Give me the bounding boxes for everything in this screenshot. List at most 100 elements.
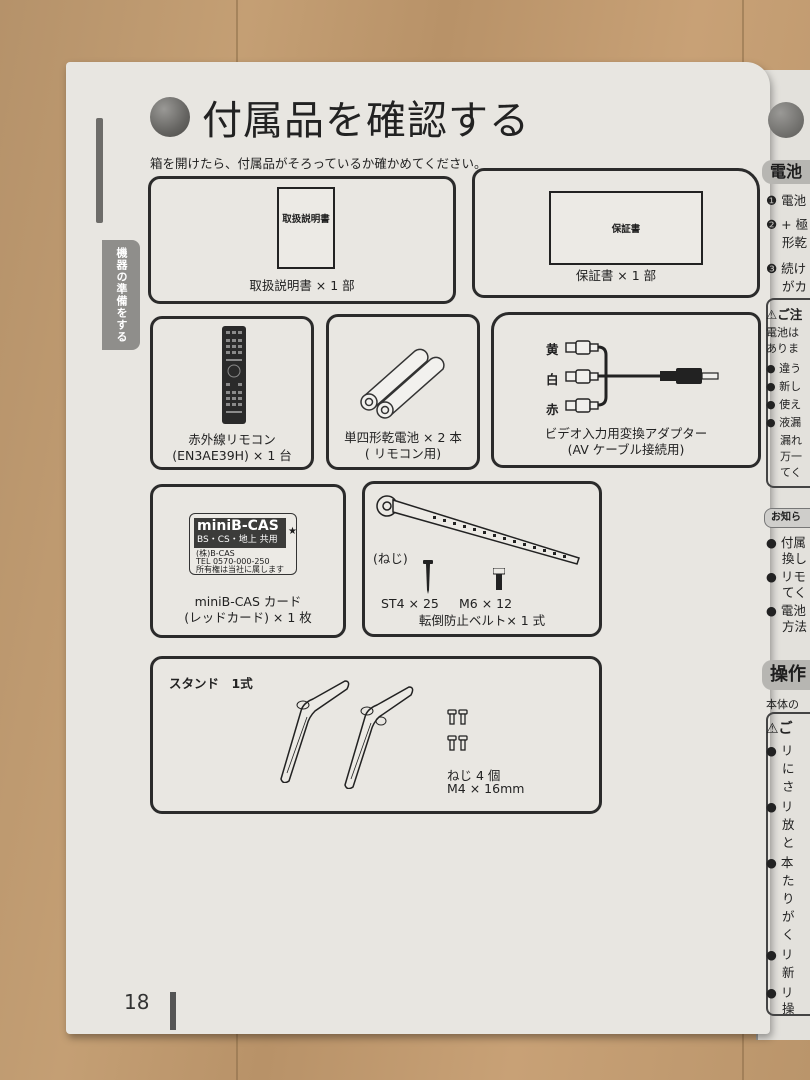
item-caption: 取扱説明書 × 1 部 bbox=[249, 278, 355, 293]
right-caution-box-2 bbox=[766, 712, 810, 1016]
caution-line: ● 使え bbox=[766, 398, 802, 411]
notice-label: お知ら bbox=[764, 508, 810, 528]
bcas-card-subtitle: BS・CS・地上 共用 bbox=[197, 535, 278, 545]
caution2-line: と bbox=[782, 835, 795, 850]
right-body-line: 本体の bbox=[766, 698, 799, 711]
page-title: 付属品を確認する bbox=[150, 88, 530, 146]
stand-screws-size: M4 × 16mm bbox=[447, 781, 525, 796]
bullet-circle-icon bbox=[150, 97, 190, 137]
screw-m6-icon bbox=[493, 568, 505, 590]
screw-m6-label: M6 × 12 bbox=[459, 596, 513, 611]
caution-line: てく bbox=[780, 466, 802, 479]
item-caption-line2: (レッドカード) × 1 枚 bbox=[184, 610, 312, 625]
bcas-card-ownership: 所有権は当社に属します bbox=[196, 565, 284, 574]
caution2-line: 操 bbox=[782, 1001, 795, 1016]
bcas-card-company: (株)B-CAS bbox=[196, 549, 235, 558]
caution-line: ● 新し bbox=[766, 380, 802, 393]
caution2-line: ● 本 bbox=[766, 855, 794, 870]
right-caution-box bbox=[766, 298, 810, 488]
plug-label-yellow: 黄 bbox=[546, 342, 559, 357]
caution-line: ● 違う bbox=[766, 362, 802, 375]
notice-line: 換し bbox=[782, 551, 808, 566]
plug-label-red: 赤 bbox=[546, 402, 559, 417]
screw-st4-icon bbox=[423, 560, 433, 594]
caution2-line: 新 bbox=[782, 965, 795, 980]
caution-line: 万一 bbox=[780, 450, 802, 463]
item-box-av-adapter: 黄 白 赤 ビデオ入力用変換アダプター (AV ケーブル接続用) bbox=[491, 312, 761, 468]
page-number: 18 bbox=[124, 990, 150, 1014]
right-step-line: がカ bbox=[782, 279, 808, 294]
right-section-heading: 電池 bbox=[762, 160, 810, 184]
caution2-line: 放 bbox=[782, 817, 795, 832]
stand-leg-icon bbox=[280, 680, 350, 783]
stand-screws-count: ねじ 4 個 bbox=[447, 768, 501, 783]
bullet-circle-icon bbox=[768, 102, 804, 138]
item-caption-line2: ( リモコン用) bbox=[364, 446, 442, 461]
item-caption-line1: ビデオ入力用変換アダプター bbox=[544, 426, 708, 441]
stand-leg-icon bbox=[344, 686, 414, 789]
right-step-line: 形乾 bbox=[782, 235, 808, 250]
item-box-stand: スタンド 1式 ねじ 4 個 M4 × 16mm bbox=[150, 656, 602, 814]
screw-label: (ねじ) bbox=[373, 551, 408, 566]
item-caption-line1: miniB-CAS カード bbox=[194, 594, 302, 609]
item-box-manual: 取扱説明書 取扱説明書 × 1 部 bbox=[148, 176, 456, 304]
screw-st4-label: ST4 × 25 bbox=[381, 596, 439, 611]
caution-line: ● 液漏 bbox=[766, 416, 802, 429]
item-caption-line1: 単四形乾電池 × 2 本 bbox=[344, 430, 462, 445]
item-box-tip-prevention-belt: (ねじ) ST4 × 25 M6 × 12 転倒防止ベルト× 1 式 bbox=[362, 481, 602, 637]
item-caption-line2: (AV ケーブル接続用) bbox=[567, 442, 685, 457]
manual-doc-label: 取扱説明書 bbox=[282, 214, 330, 225]
item-caption: 転倒防止ベルト× 1 式 bbox=[418, 613, 546, 628]
caution-title-2: ⚠ご bbox=[766, 721, 793, 737]
item-box-warranty: 保証書 保証書 × 1 部 bbox=[472, 168, 760, 298]
caution2-line: が bbox=[782, 909, 795, 924]
av-adapter-cable-icon bbox=[565, 340, 719, 413]
caution-line: 漏れ bbox=[780, 434, 802, 447]
manual-icon: 取扱説明書 bbox=[277, 187, 335, 269]
caution-line: ありま bbox=[766, 342, 799, 355]
intro-text: 箱を開けたら、付属品がそろっているか確かめてください。 bbox=[150, 156, 487, 171]
caution2-line: ● リ bbox=[766, 985, 794, 1000]
caution2-line: ● リ bbox=[766, 947, 794, 962]
warranty-doc-label: 保証書 bbox=[611, 224, 641, 235]
page-number-bar bbox=[170, 992, 176, 1030]
caution2-line: り bbox=[782, 891, 795, 906]
caution2-line: く bbox=[782, 927, 795, 942]
notice-line: ● 電池 bbox=[766, 603, 806, 618]
bcas-card-title: miniB-CAS bbox=[197, 518, 279, 534]
right-section-heading-2: 操作 bbox=[762, 660, 810, 690]
notice-line: 方法 bbox=[782, 619, 808, 634]
item-caption-line2: (EN3AE39H) × 1 台 bbox=[172, 448, 292, 463]
stand-heading: スタンド 1式 bbox=[169, 676, 253, 691]
section-side-tab: 機器の準備をする bbox=[102, 240, 140, 350]
caution2-line: た bbox=[782, 873, 795, 888]
notice-line: ● リモ bbox=[766, 569, 806, 584]
caution2-line: ● リ bbox=[766, 743, 794, 758]
warranty-icon: 保証書 bbox=[549, 191, 703, 265]
caution-line: 電池は bbox=[766, 326, 799, 339]
notice-line: ● 付属 bbox=[766, 535, 806, 550]
plug-label-white: 白 bbox=[546, 372, 559, 387]
bcas-card-icon: miniB-CAS BS・CS・地上 共用 ★ (株)B-CAS TEL 057… bbox=[189, 513, 297, 575]
bcas-card-tel: TEL 0570-000-250 bbox=[196, 557, 270, 566]
caution2-line: さ bbox=[782, 779, 795, 794]
belt-strap-icon bbox=[376, 495, 580, 565]
right-step-line: ❶ 電池 bbox=[766, 193, 807, 208]
right-step-line: ❸ 続け bbox=[766, 261, 807, 276]
caution-title: ⚠ご注 bbox=[766, 307, 803, 322]
side-bar-marker bbox=[96, 118, 103, 223]
stand-screws-icon bbox=[447, 709, 468, 751]
star-icon: ★ bbox=[288, 526, 297, 537]
notice-line: てく bbox=[782, 585, 807, 600]
caution2-line: に bbox=[782, 761, 795, 776]
item-box-bcas-card: miniB-CAS BS・CS・地上 共用 ★ (株)B-CAS TEL 057… bbox=[150, 484, 346, 638]
item-box-remote: 赤外線リモコン (EN3AE39H) × 1 台 bbox=[150, 316, 314, 470]
item-caption: 保証書 × 1 部 bbox=[575, 268, 657, 283]
right-step-line: ❷ + 極 bbox=[766, 217, 809, 232]
page-title-text: 付属品を確認する bbox=[202, 98, 530, 144]
item-box-batteries: 単四形乾電池 × 2 本 ( リモコン用) bbox=[326, 314, 480, 470]
remote-control-icon bbox=[222, 326, 246, 424]
aaa-batteries-icon bbox=[360, 348, 445, 419]
item-caption-line1: 赤外線リモコン bbox=[188, 432, 276, 447]
caution2-line: ● リ bbox=[766, 799, 794, 814]
